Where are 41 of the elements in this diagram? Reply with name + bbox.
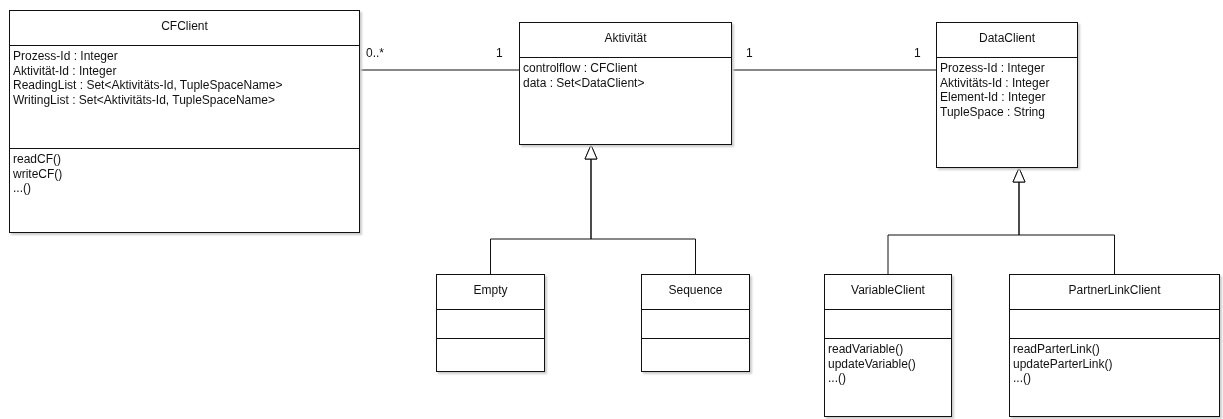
- multiplicity-label: 1: [496, 46, 503, 60]
- member-text: Aktivitäts-Id : Integer: [940, 75, 1050, 90]
- association-line: [359, 69, 520, 71]
- member-text: TupleSpace : String: [940, 104, 1045, 119]
- class-box: [9, 10, 360, 233]
- class-box: [824, 274, 952, 417]
- member-text: WritingList : Set<Aktivitäts-Id, TupleSpaceName>: [13, 92, 275, 107]
- member-text: Aktivität-Id : Integer: [13, 63, 117, 78]
- member-text: updateVariable(): [828, 356, 916, 371]
- generalization-arrow: [584, 144, 696, 275]
- member-text: data : Set<DataClient>: [523, 75, 645, 90]
- class-name: CFClient: [161, 19, 208, 33]
- member-text: ...(): [1013, 371, 1031, 386]
- member-text: readCF(): [13, 152, 61, 167]
- member-text: readParterLink(): [1013, 342, 1100, 357]
- member-text: ReadingList : Set<Aktivitäts-Id, TupleSpaceName>: [13, 78, 283, 93]
- class-name: Empty: [473, 283, 508, 297]
- multiplicity-label: 1: [914, 46, 921, 60]
- member-text: updateParterLink(): [1013, 356, 1113, 371]
- class-name: PartnerLinkClient: [1068, 283, 1161, 297]
- class-name: DataClient: [979, 31, 1035, 45]
- generalization-arrow: [1012, 167, 1115, 275]
- member-text: writeCF(): [13, 166, 63, 181]
- class-box: [936, 22, 1078, 168]
- class-name: Sequence: [668, 283, 723, 297]
- member-text: ...(): [828, 371, 846, 386]
- member-text: ...(): [13, 181, 31, 196]
- member-text: Prozess-Id : Integer: [13, 49, 118, 64]
- class-name: VariableClient: [851, 283, 925, 297]
- association-line: [731, 69, 937, 71]
- multiplicity-label: 0..*: [366, 46, 384, 60]
- class-box: [1009, 274, 1220, 417]
- class-name: Aktivität: [604, 31, 647, 45]
- class-box: [641, 274, 750, 372]
- class-box: [519, 22, 732, 145]
- member-text: Element-Id : Integer: [940, 90, 1046, 105]
- member-text: controlflow : CFClient: [523, 61, 638, 76]
- member-text: Prozess-Id : Integer: [940, 61, 1045, 76]
- member-text: readVariable(): [828, 342, 904, 357]
- class-box: [436, 274, 545, 372]
- multiplicity-label: 1: [746, 46, 753, 60]
